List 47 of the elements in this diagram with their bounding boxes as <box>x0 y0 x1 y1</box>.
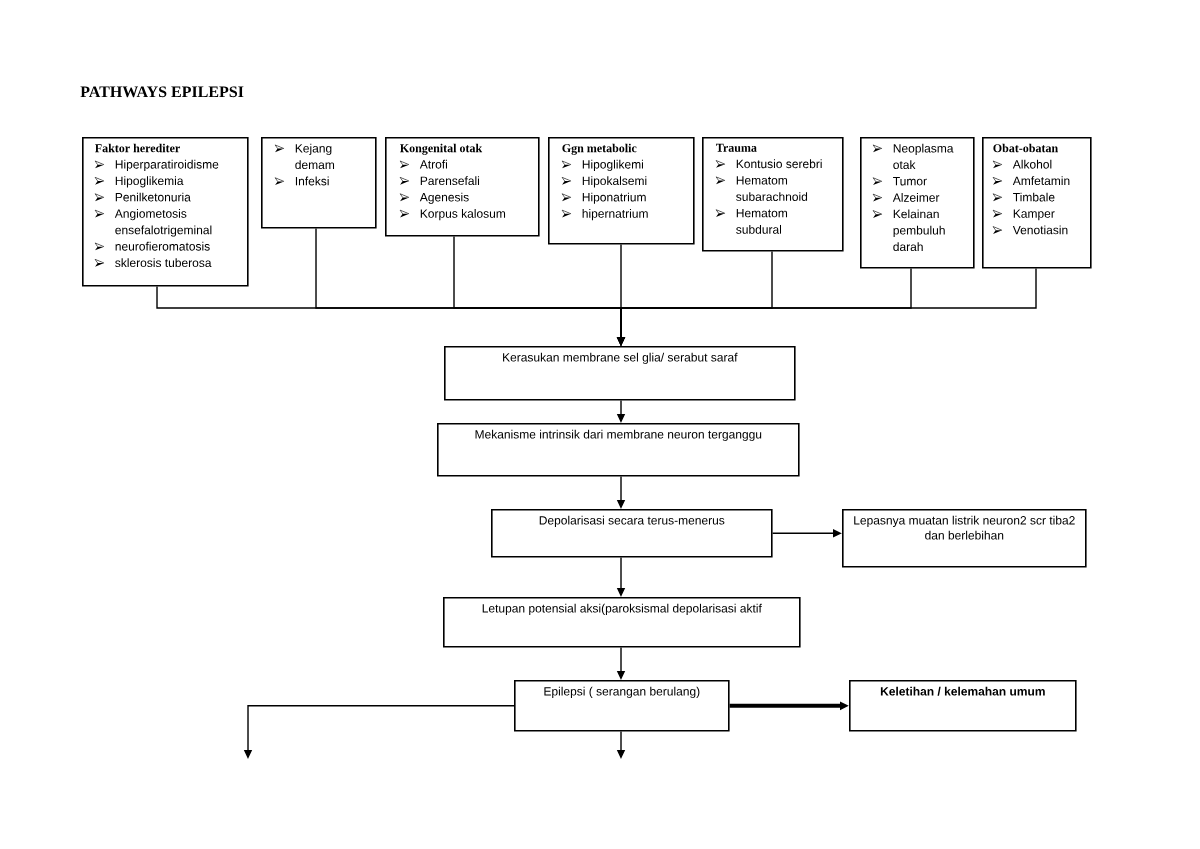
list-item: Hipoglikemi <box>582 159 643 171</box>
list-item: Hipokalsemi <box>582 176 647 188</box>
list-box <box>261 137 377 229</box>
list-item: Alkohol <box>1012 159 1052 169</box>
list-item: Hematom subdural <box>736 209 787 234</box>
title: PATHWAYS EPILEPSI <box>80 86 244 98</box>
process-box: Depolarisasi secara terus-menerus <box>491 509 773 558</box>
list-box <box>860 137 975 269</box>
list-item: Atrofi <box>419 159 447 169</box>
list-item: Neoplasma otak <box>893 143 954 169</box>
list-item: Penilketonuria <box>115 192 191 202</box>
list-item: Parensefali <box>420 176 479 186</box>
list-item: Hematom subarachnoid <box>736 176 808 201</box>
process-box: Epilepsi ( serangan berulang) <box>514 680 730 732</box>
list-item: Infeksi <box>295 176 329 186</box>
list-item: Timbale <box>1013 192 1055 202</box>
list-item: Kontusio serebri <box>736 159 822 169</box>
process-box: Lepasnya muatan listrik neuron2 scr tiba2 dan berlebihan <box>842 509 1087 568</box>
list-item: Agenesis <box>419 192 469 204</box>
list-item: Tumor <box>893 177 927 186</box>
list-item: Hiponatrium <box>582 192 646 204</box>
list-item: sklerosis tuberosa <box>115 258 212 268</box>
process-box: Keletihan / kelemahan umum <box>849 680 1077 732</box>
list-item: Kejang demam <box>295 143 335 169</box>
list-item: Alzeimer <box>892 193 940 202</box>
process-box: Mekanisme intrinsik dari membrane neuron terganggu <box>437 423 800 477</box>
list-box <box>82 137 249 287</box>
list-item: Kelainan pembuluh darah <box>893 209 945 251</box>
list-box <box>385 137 540 237</box>
process-box: Kerasukan membrane sel glia/ serabut saraf <box>444 346 796 401</box>
list-item: neurofieromatosis <box>115 241 210 251</box>
heading: Ggn metabolic <box>562 143 637 155</box>
process-box: Letupan potensial aksi(paroksismal depolarisasi aktif <box>443 597 801 648</box>
list-box <box>982 137 1092 269</box>
list-item: hipernatrium <box>582 209 648 221</box>
heading: Kongenital otak <box>400 143 483 155</box>
heading: Trauma <box>716 143 757 152</box>
heading: Faktor herediter <box>95 143 180 153</box>
list-item: Korpus kalosum <box>420 209 506 221</box>
list-item: Hipoglikemia <box>115 176 184 188</box>
list-box <box>548 137 695 245</box>
list-item: Venotiasin <box>1012 225 1068 235</box>
list-box <box>702 137 844 252</box>
list-item: Kamper <box>1013 209 1055 221</box>
heading: Obat-obatan <box>993 143 1058 153</box>
list-item: Hiperparatiroidisme <box>115 159 219 171</box>
list-item: Amfetamin <box>1012 176 1070 186</box>
